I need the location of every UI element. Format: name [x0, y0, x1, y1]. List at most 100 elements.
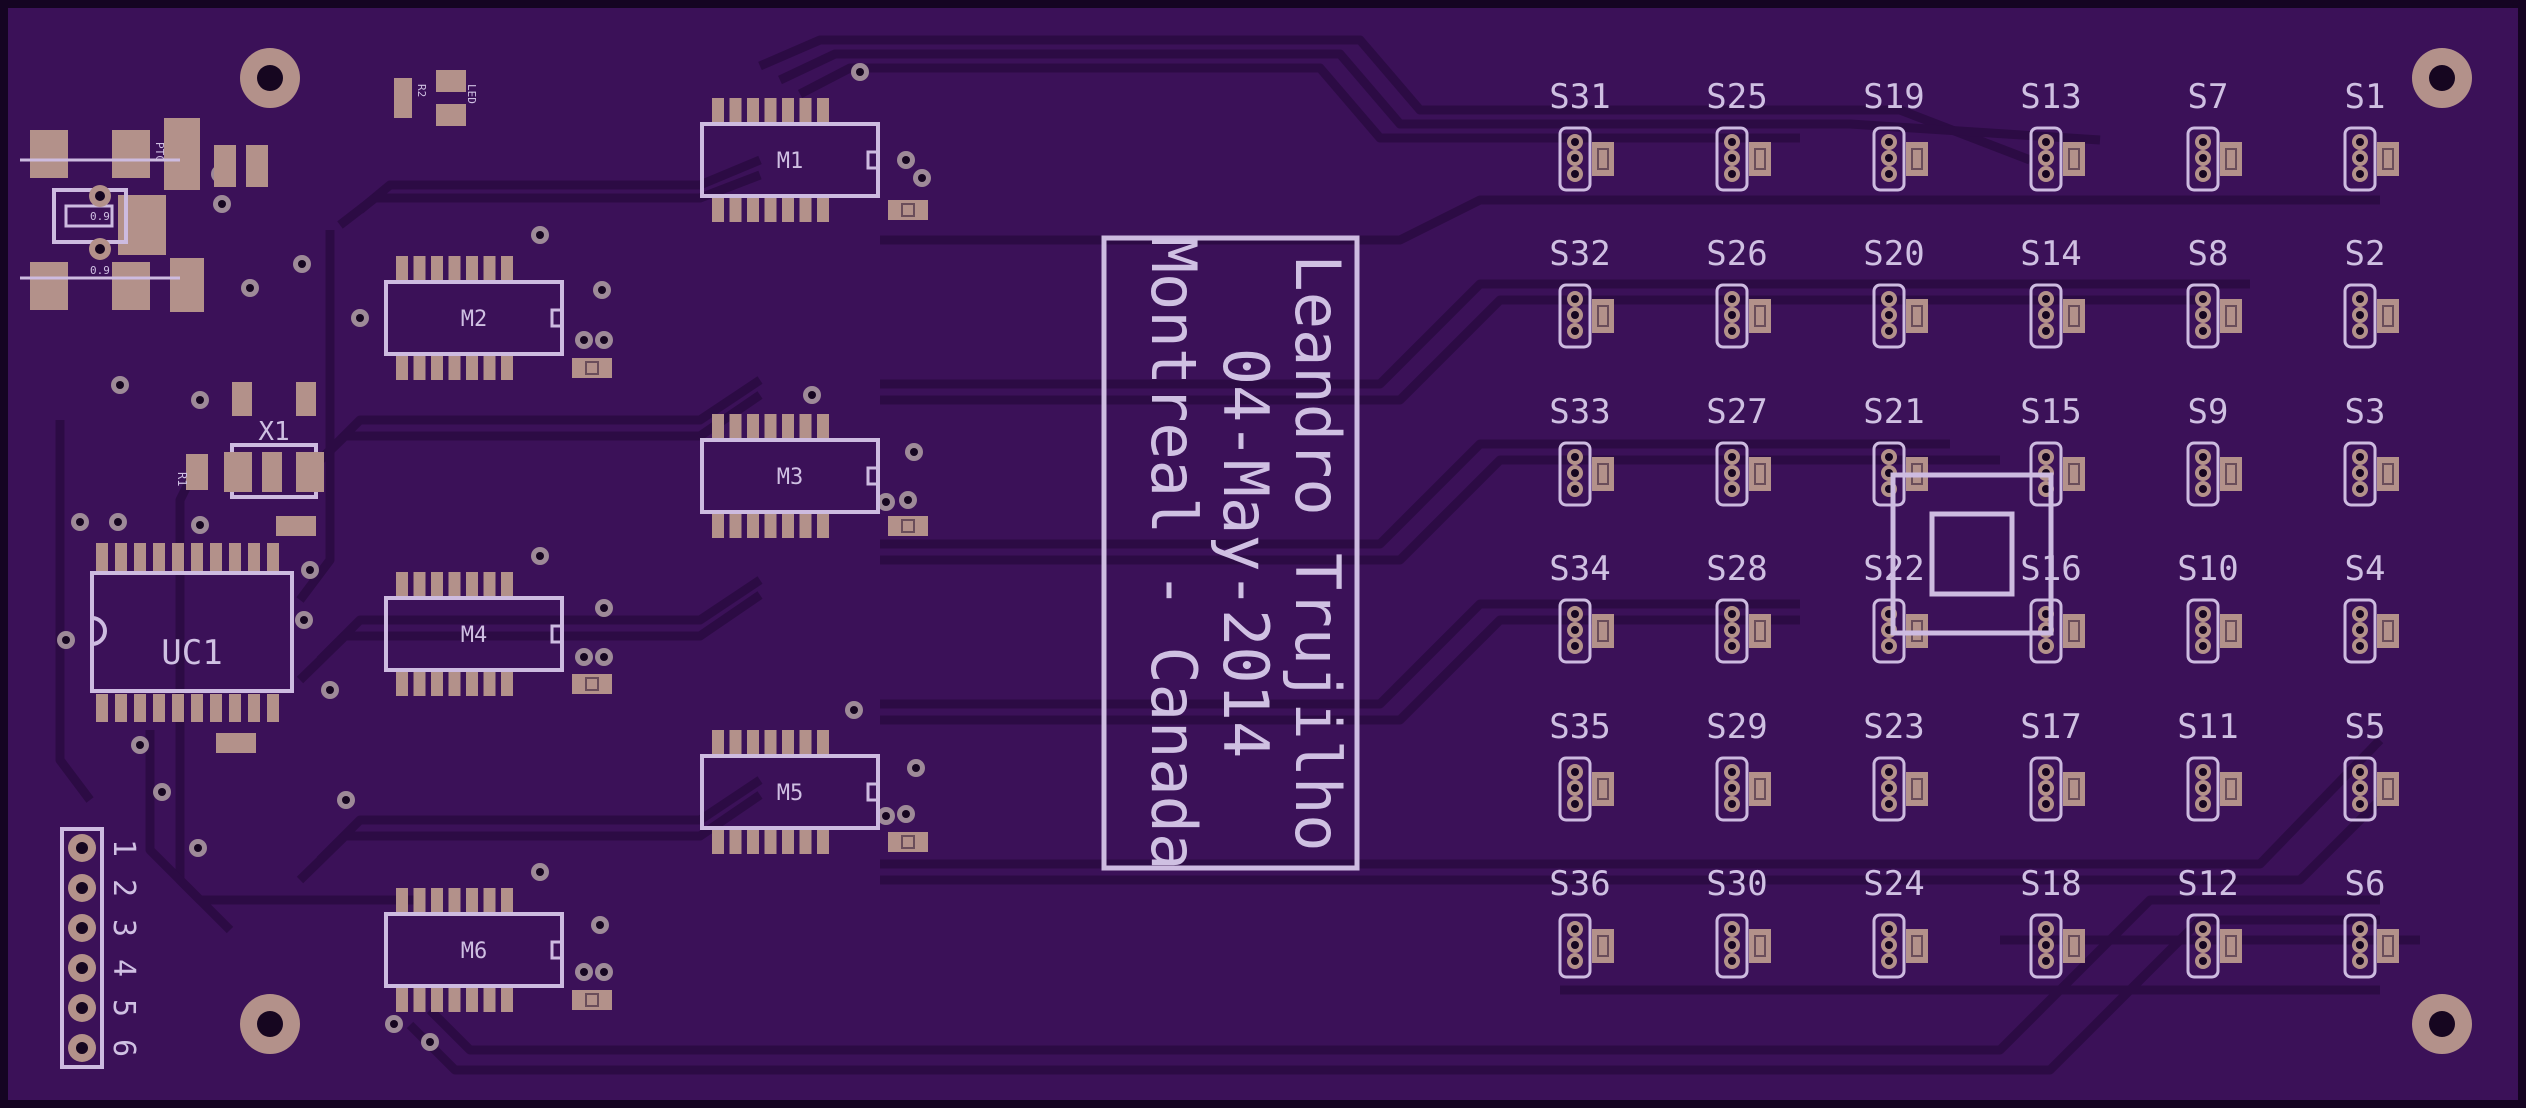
switch-label: S35 [1549, 707, 1610, 747]
module-m3: M3 [700, 414, 928, 538]
switch-label: S31 [1549, 77, 1610, 117]
r1-label: R1 [175, 472, 189, 486]
switch-s24: S24 [1863, 864, 1928, 979]
mounting-hole-top-left [240, 48, 300, 108]
module-label: M2 [461, 307, 488, 332]
switch-label: S9 [2188, 392, 2229, 432]
switch-s13: S13 [2020, 77, 2085, 192]
r2-label: R2 [415, 84, 428, 97]
switch-s26: S26 [1706, 234, 1771, 349]
switch-s36: S36 [1549, 864, 1614, 979]
header-pin-2: 2 [68, 874, 141, 902]
module-m4: M4 [384, 572, 612, 696]
switch-s27: S27 [1706, 392, 1771, 507]
header-pin-6: 6 [68, 1034, 141, 1062]
header-pin-3: 3 [68, 914, 141, 942]
module-label: M3 [777, 465, 804, 490]
switch-label: S27 [1706, 392, 1767, 432]
switch-label: S34 [1549, 549, 1610, 589]
header-pin-label: 6 [106, 1039, 141, 1057]
credit-box: Leandro Trujilho 04-May-2014 Montreal - … [1101, 235, 1360, 871]
switch-label: S11 [2177, 707, 2238, 747]
switch-s6: S6 [2343, 864, 2399, 979]
header-pin-label: 5 [106, 999, 141, 1017]
switch-label: S36 [1549, 864, 1610, 904]
board-substrate [8, 8, 2518, 1100]
header-pin-5: 5 [68, 994, 141, 1022]
switch-s28: S28 [1706, 549, 1771, 664]
led-label: LED [465, 84, 478, 104]
credit-line-location: Montreal - Canada [1137, 236, 1210, 871]
header-pin-label: 2 [106, 879, 141, 897]
module-label: M4 [461, 623, 488, 648]
switch-label: S24 [1863, 864, 1924, 904]
switch-s4: S4 [2343, 549, 2399, 664]
vias [57, 63, 931, 1051]
module-label: M1 [777, 149, 804, 174]
switch-label: S19 [1863, 77, 1924, 117]
uc1-label: UC1 [161, 633, 222, 673]
switch-label: S1 [2345, 77, 2386, 117]
switch-label: S30 [1706, 864, 1767, 904]
switch-label: S13 [2020, 77, 2081, 117]
mounting-hole-bottom-left [240, 994, 300, 1054]
switch-s19: S19 [1863, 77, 1928, 192]
switch-s8: S8 [2186, 234, 2242, 349]
switch-s3: S3 [2343, 392, 2399, 507]
switch-label: S2 [2345, 234, 2386, 274]
header-pin-label: 3 [106, 919, 141, 937]
switch-label: S20 [1863, 234, 1924, 274]
module-m5: M5 [700, 730, 928, 854]
switch-label: S5 [2345, 707, 2386, 747]
switch-label: S25 [1706, 77, 1767, 117]
switch-s18: S18 [2020, 864, 2085, 979]
credit-line-name: Leandro Trujilho [1281, 254, 1354, 851]
header-pin-4: 4 [68, 954, 141, 982]
switch-label: S7 [2188, 77, 2229, 117]
switch-s1: S1 [2343, 77, 2399, 192]
uc1-chip: UC1 [90, 543, 294, 753]
header-pin-label: 4 [106, 959, 141, 977]
header-pin-label: 1 [106, 839, 141, 857]
switch-label: S26 [1706, 234, 1767, 274]
switch-s20: S20 [1863, 234, 1928, 349]
switch-s23: S23 [1863, 707, 1928, 822]
crystal-x1: X1 R1 [175, 382, 324, 536]
switch-s34: S34 [1549, 549, 1614, 664]
switch-label: S14 [2020, 234, 2081, 274]
switch-label: S28 [1706, 549, 1767, 589]
switch-label: S8 [2188, 234, 2229, 274]
switch-s17: S17 [2020, 707, 2085, 822]
switch-s35: S35 [1549, 707, 1614, 822]
switch-label: S18 [2020, 864, 2081, 904]
switch-s7: S7 [2186, 77, 2242, 192]
switch-label: S17 [2020, 707, 2081, 747]
switch-s2: S2 [2343, 234, 2399, 349]
switch-s32: S32 [1549, 234, 1614, 349]
module-label: M5 [777, 781, 804, 806]
module-label: M6 [461, 939, 488, 964]
mounting-hole-bottom-right [2412, 994, 2472, 1054]
switch-s9: S9 [2186, 392, 2242, 507]
switch-label: S21 [1863, 392, 1924, 432]
usb-power-section: 0.9 0.9 PTC [20, 118, 268, 312]
header-pin-1: 1 [68, 834, 141, 862]
switch-label: S12 [2177, 864, 2238, 904]
module-m1: M1 [700, 98, 928, 222]
switch-s11: S11 [2177, 707, 2242, 822]
mounting-hole-top-right [2412, 48, 2472, 108]
switch-s10: S10 [2177, 549, 2242, 664]
switch-s29: S29 [1706, 707, 1771, 822]
module-m2: M2 [384, 256, 612, 380]
crystal-label: X1 [258, 417, 289, 447]
pin-header: 1 2 3 4 5 6 [60, 827, 141, 1069]
switch-label: S6 [2345, 864, 2386, 904]
copper-traces [55, 35, 2420, 1075]
d09a-label: 0.9 [90, 210, 110, 223]
module-m6: M6 [384, 888, 612, 1012]
switch-label: S29 [1706, 707, 1767, 747]
switch-s14: S14 [2020, 234, 2085, 349]
switch-label: S23 [1863, 707, 1924, 747]
credit-line-date: 04-May-2014 [1209, 348, 1282, 759]
